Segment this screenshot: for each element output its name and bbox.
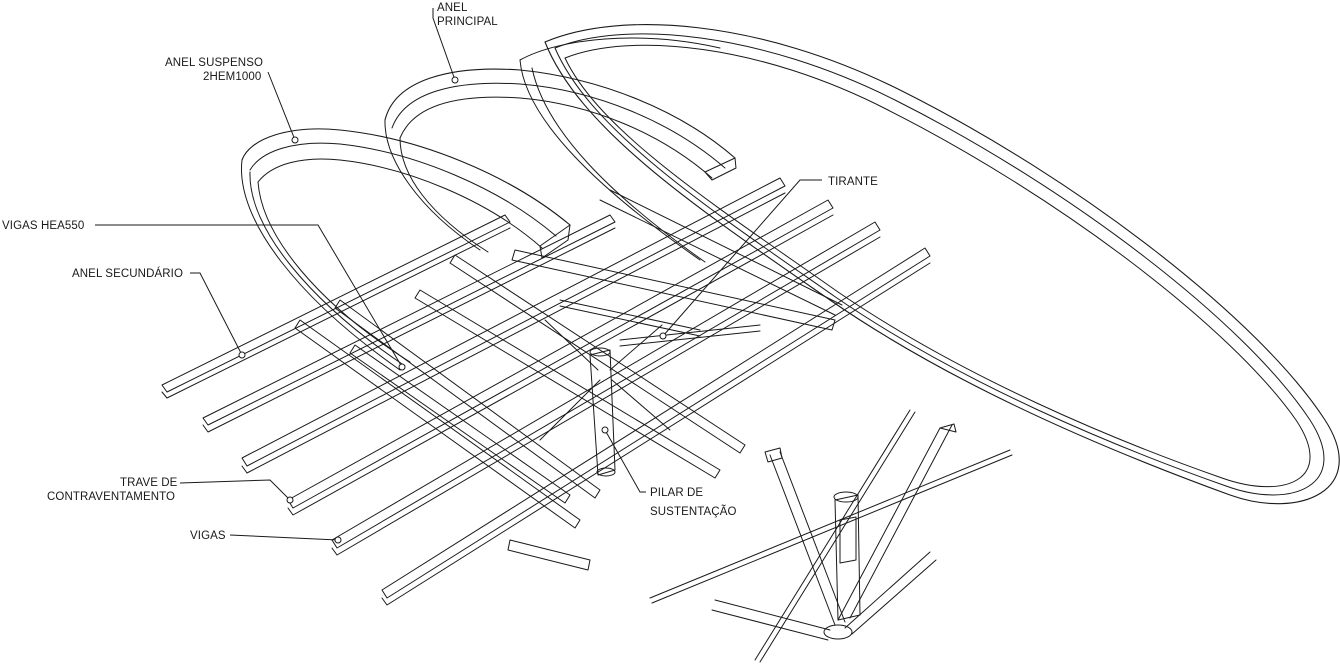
leader-pilar [601, 426, 646, 493]
label-tirante: TIRANTE [828, 176, 878, 188]
label-trave-1: TRAVE DE [120, 477, 178, 489]
beam-grid [161, 177, 931, 606]
main-ring [519, 24, 1340, 505]
principal-arch [384, 68, 737, 253]
central-pillar [539, 319, 671, 477]
label-anel-principal-1: ANEL [437, 2, 468, 14]
label-pilar-2: SUSTENTAÇÃO [650, 505, 737, 518]
label-anel-suspenso-1: ANEL SUSPENSO [165, 57, 263, 69]
leader-trave [179, 479, 294, 504]
tie-rods [559, 299, 761, 347]
lower-mast [649, 409, 1013, 663]
leader-anel-secundario [190, 272, 246, 359]
leader-tirante [659, 179, 822, 340]
leader-anel-principal [432, 8, 459, 84]
label-anel-principal-2: PRINCIPAL [437, 16, 498, 28]
suspended-arch [241, 128, 571, 371]
label-vigas-hea550: VIGAS HEA550 [2, 220, 84, 232]
label-anel-suspenso-2: 2HEM1000 [203, 71, 261, 83]
leader-vigas [229, 534, 342, 544]
label-vigas: VIGAS [190, 530, 226, 542]
label-pilar-1: PILAR DE [650, 487, 703, 499]
leader-anel-suspenso [267, 71, 299, 144]
label-trave-2: CONTRAVENTAMENTO [47, 491, 175, 503]
label-anel-secundario: ANEL SECUNDÁRIO [72, 267, 183, 280]
leader-vigas-hea550 [95, 224, 406, 371]
